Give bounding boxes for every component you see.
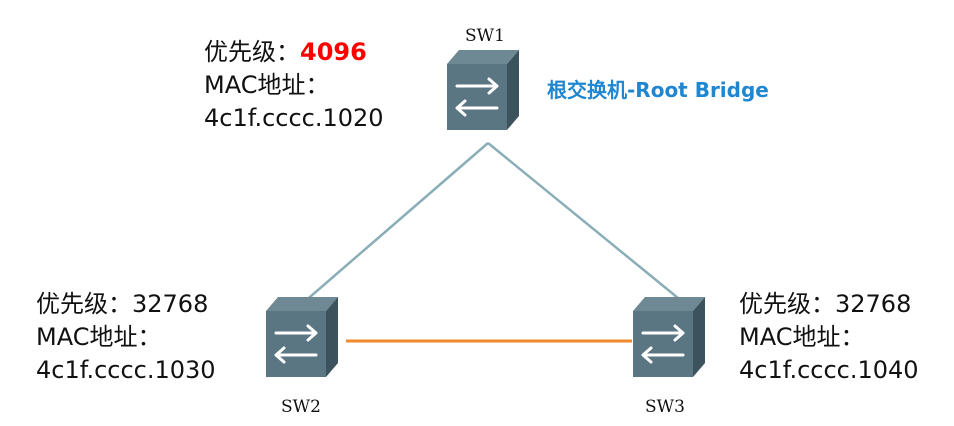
switch-icon-sw3[interactable]	[631, 295, 707, 379]
sw3-mac-label: MAC地址：	[739, 323, 865, 351]
link-sw1-sw2	[302, 142, 489, 304]
sw2-mac-label: MAC地址：	[36, 323, 162, 351]
root-bridge-label: 根交换机-Root Bridge	[547, 78, 769, 102]
sw3-priority-row: 优先级：32768	[739, 288, 919, 321]
sw2-mac-value: 4c1f.cccc.1030	[36, 356, 216, 384]
sw3-mac-value: 4c1f.cccc.1040	[739, 356, 919, 384]
sw3-priority-label: 优先级：	[739, 290, 835, 318]
sw2-priority-value: 32768	[132, 290, 209, 318]
switch-icon-sw1[interactable]	[445, 48, 521, 132]
sw2-name: SW2	[281, 397, 321, 417]
sw1-info: 优先级：4096 MAC地址： 4c1f.cccc.1020	[204, 36, 384, 135]
sw2-priority-row: 优先级：32768	[36, 288, 216, 321]
link-sw1-sw3	[487, 142, 679, 299]
sw1-priority-row: 优先级：4096	[204, 36, 384, 69]
sw1-mac-label: MAC地址：	[204, 71, 330, 99]
sw1-priority-value: 4096	[300, 38, 367, 66]
sw3-priority-value: 32768	[835, 290, 912, 318]
sw1-mac-value: 4c1f.cccc.1020	[204, 104, 384, 132]
sw2-info: 优先级：32768 MAC地址： 4c1f.cccc.1030	[36, 288, 216, 387]
sw1-name: SW1	[465, 26, 505, 46]
sw3-info: 优先级：32768 MAC地址： 4c1f.cccc.1040	[739, 288, 919, 387]
sw3-name: SW3	[645, 397, 685, 417]
sw1-priority-label: 优先级：	[204, 38, 300, 66]
sw2-priority-label: 优先级：	[36, 290, 132, 318]
switch-icon-sw2[interactable]	[264, 295, 340, 379]
